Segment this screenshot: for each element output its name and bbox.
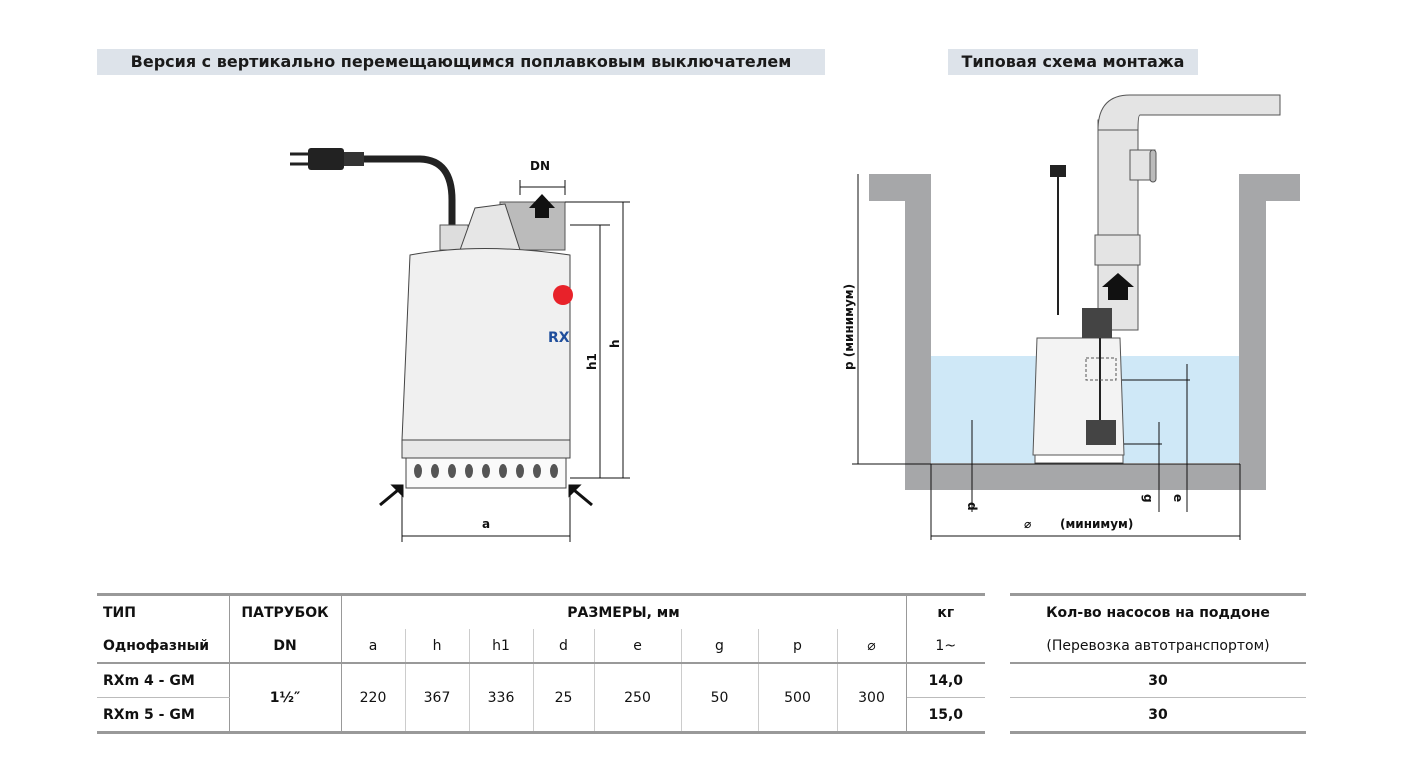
col-g: g <box>681 629 759 663</box>
dim-label-h1: h1 <box>585 353 599 370</box>
dimensions-table: ТИП ПАТРУБОК РАЗМЕРЫ, мм кг Однофазный D… <box>97 593 985 734</box>
col-header-type: ТИП <box>97 593 230 629</box>
pump-body: RX <box>401 201 573 489</box>
value-d: 25 <box>533 662 595 734</box>
pallet-count: 30 <box>1010 662 1306 698</box>
col-header-port: ПАТРУБОК <box>229 593 342 629</box>
value-e: 250 <box>594 662 682 734</box>
col-e: e <box>594 629 682 663</box>
dim-label-e: e <box>1171 494 1185 502</box>
col-p: p <box>758 629 838 663</box>
pit-wall <box>869 174 1300 490</box>
pallet-table: Кол-во насосов на поддоне (Перевозка авт… <box>1010 593 1306 734</box>
dim-label-dn: DN <box>530 159 550 173</box>
value-a: 220 <box>341 662 406 734</box>
dn-value: 1½″ <box>229 662 342 734</box>
value-h1: 336 <box>469 662 534 734</box>
power-plug-icon <box>290 148 456 225</box>
table-row: RXm 4 - GM 1½″ 220 367 336 25 250 50 500… <box>97 662 985 734</box>
outlet-arrow-icon <box>529 194 555 218</box>
col-header-dimensions: РАЗМЕРЫ, мм <box>341 593 907 629</box>
col-diameter: ⌀ <box>837 629 907 663</box>
dim-label-h: h <box>608 339 622 348</box>
col-subheader-dn: DN <box>229 629 342 663</box>
col-d: d <box>533 629 595 663</box>
section-title-version: Версия с вертикально перемещающимся попл… <box>97 49 825 75</box>
col-h: h <box>405 629 470 663</box>
dim-label-g: g <box>1141 494 1155 503</box>
dim-label-diameter: ⌀ <box>1024 517 1031 531</box>
model-name: RXm 5 - GM <box>97 697 230 734</box>
pallet-subheader: (Перевозка автотранспортом) <box>1046 637 1270 654</box>
col-h1: h1 <box>469 629 534 663</box>
dim-label-diameter-min: (минимум) <box>1060 517 1133 531</box>
model-name: RXm 4 - GM <box>97 662 230 698</box>
col-a: a <box>341 629 406 663</box>
inlet-arrow-left-icon <box>379 484 404 507</box>
brand-logo-icon <box>553 285 573 305</box>
col-subheader-phase: Однофазный <box>97 629 230 663</box>
svg-text:RX: RX <box>548 330 570 346</box>
weight-value: 14,0 <box>906 662 985 698</box>
plug-icon <box>1050 165 1066 177</box>
dim-label-d: d <box>965 502 979 511</box>
table-row: RXm 5 - GM 15,0 <box>97 697 985 734</box>
dim-label-p: p (минимум) <box>842 284 856 370</box>
inlet-arrow-right-icon <box>568 484 593 507</box>
value-diameter: 300 <box>837 662 907 734</box>
pump-dimension-drawing: RX DN h1 h a <box>290 148 630 542</box>
section-title-installation: Типовая схема монтажа <box>948 49 1198 75</box>
col-header-kg: кг <box>906 593 985 629</box>
pallet-header: Кол-во насосов на поддоне <box>1010 593 1306 629</box>
dim-label-a: a <box>482 517 490 531</box>
value-h: 367 <box>405 662 470 734</box>
pump-in-pit <box>1032 308 1125 464</box>
value-g: 50 <box>681 662 759 734</box>
weight-value: 15,0 <box>906 697 985 734</box>
col-phase: 1~ <box>935 637 957 654</box>
pallet-count: 30 <box>1010 697 1306 734</box>
installation-diagram: p (минимум) d g e ⌀ (минимум) <box>842 94 1300 540</box>
flow-arrow-icon <box>1102 273 1134 300</box>
value-p: 500 <box>758 662 838 734</box>
